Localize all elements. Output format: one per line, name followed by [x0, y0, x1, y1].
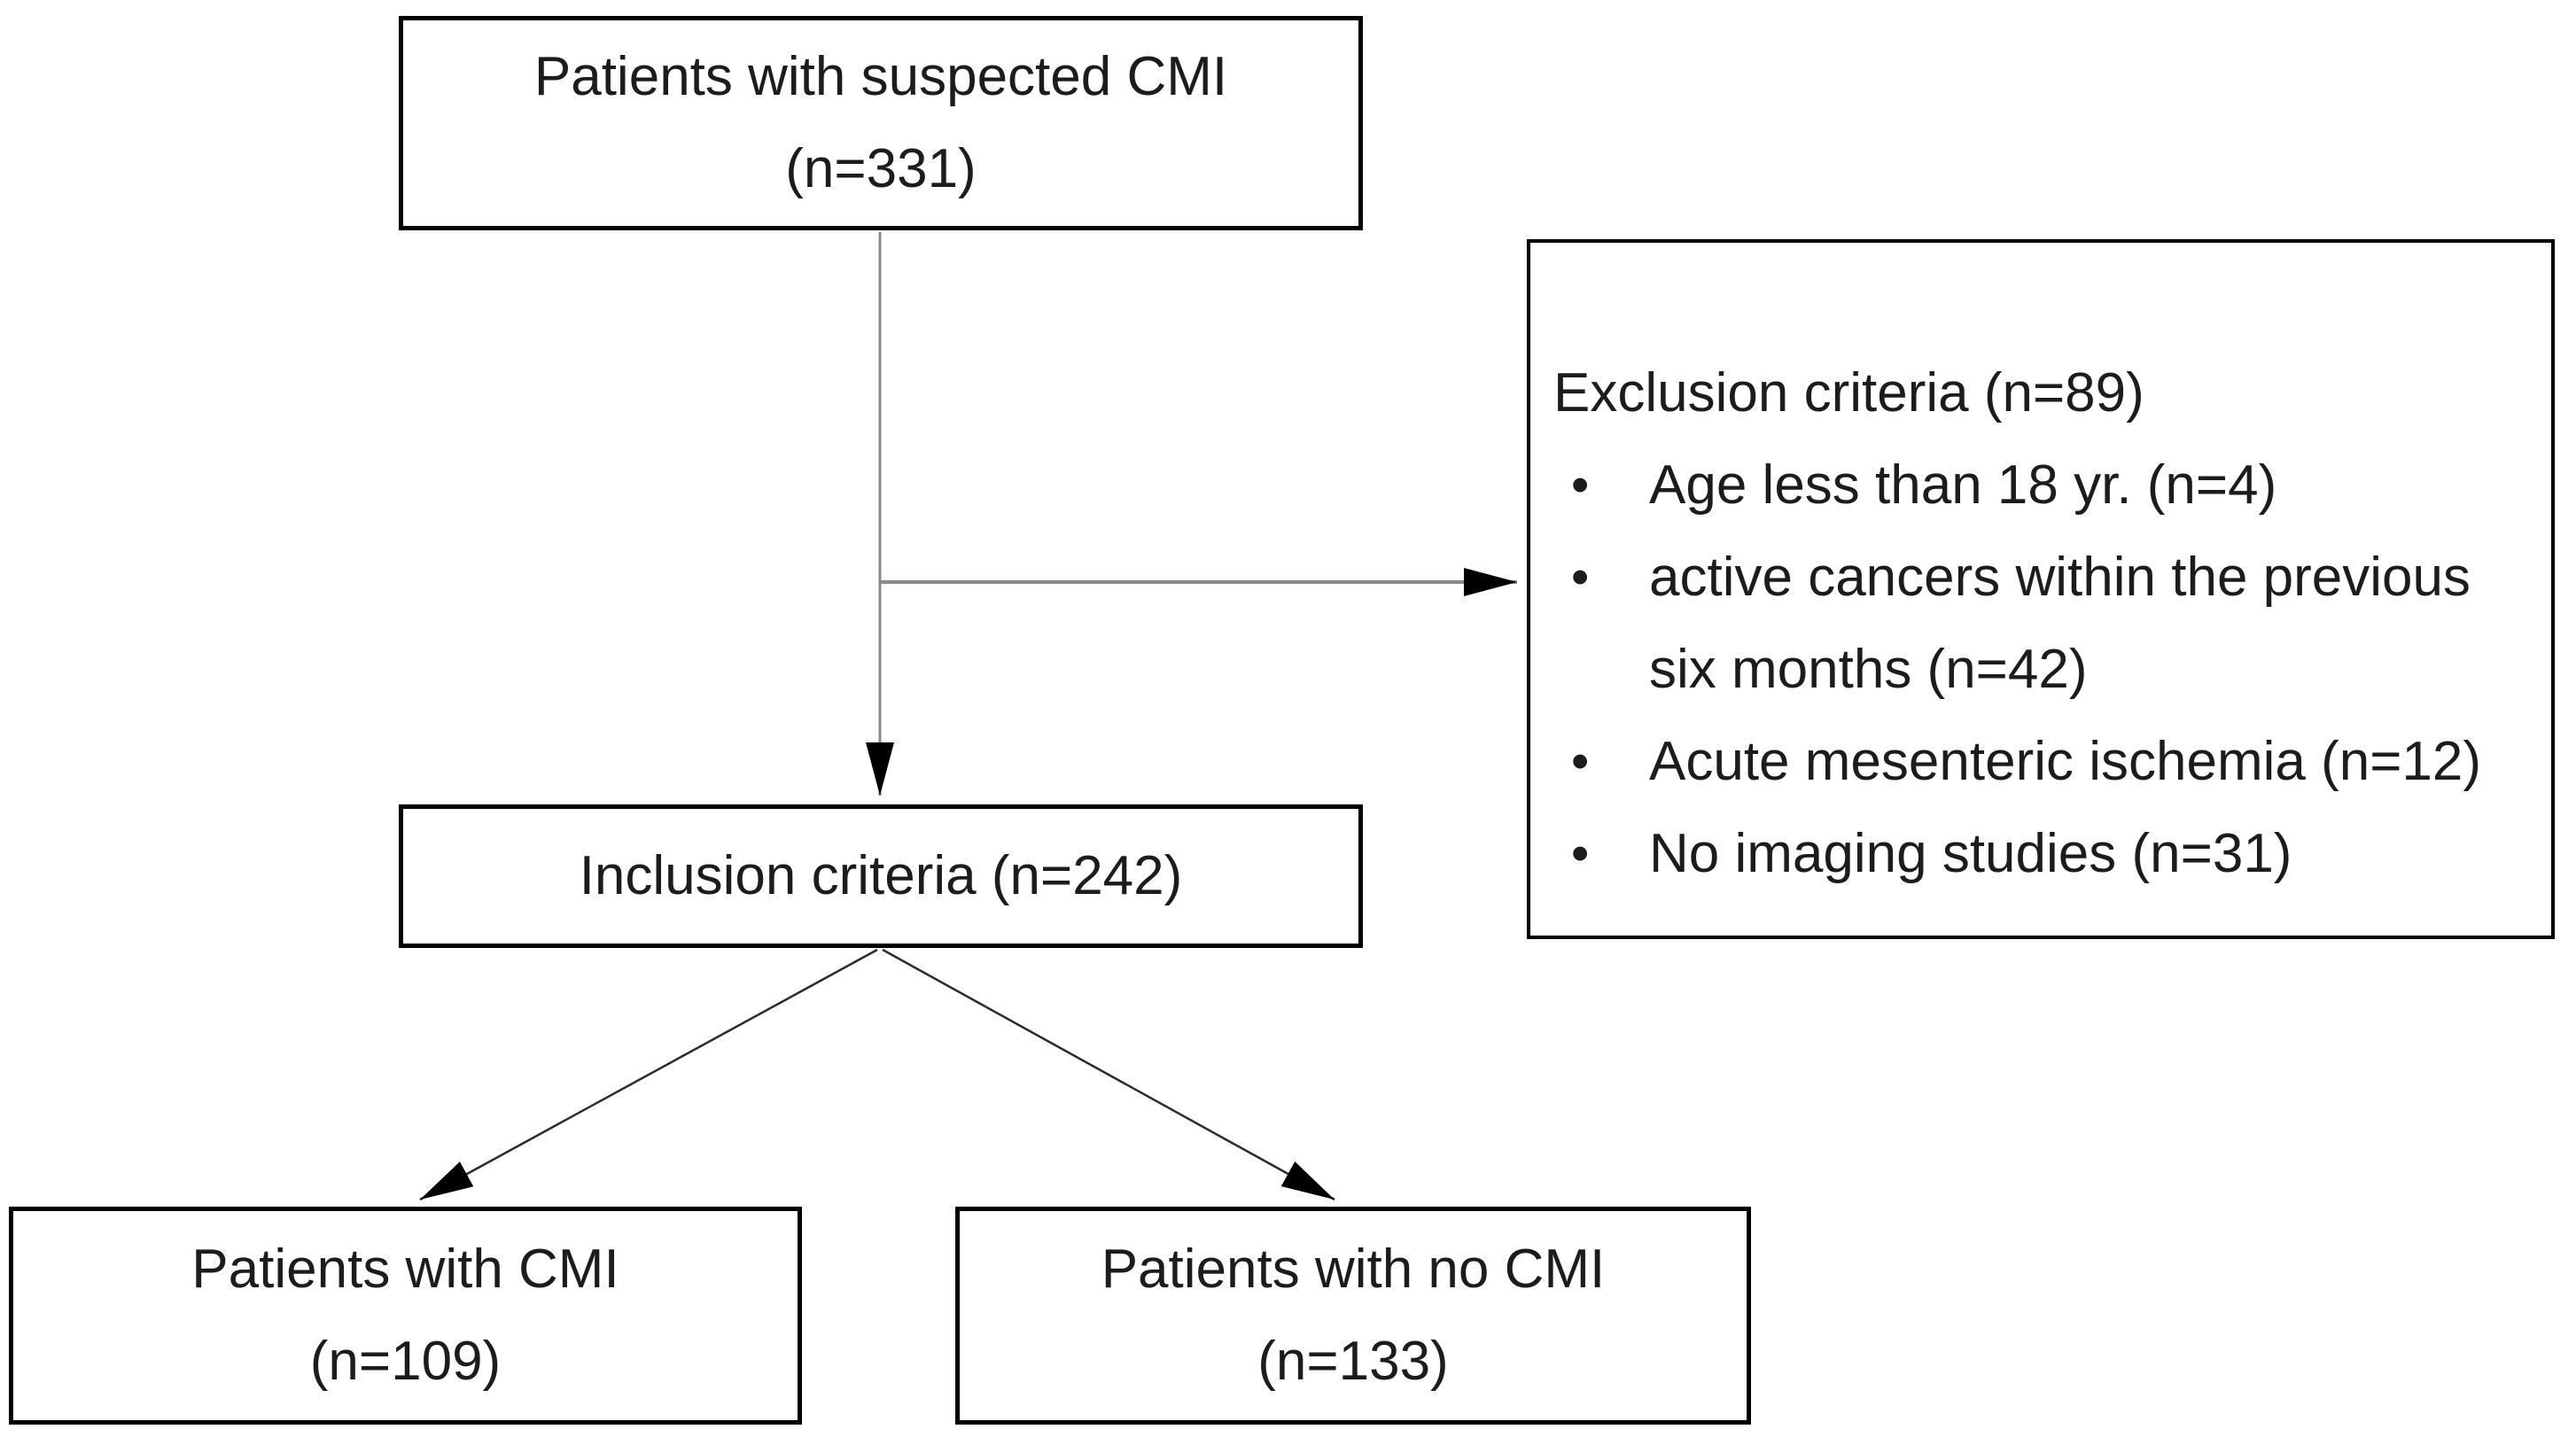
- patients-with-cmi-label: Patients with CMI: [191, 1239, 619, 1300]
- exclusion-criteria-box: Exclusion criteria (n=89) Age less than …: [1527, 239, 2555, 939]
- suspected-cmi-box: Patients with suspected CMI (n=331): [399, 16, 1363, 230]
- suspected-cmi-count: (n=331): [785, 138, 977, 199]
- patients-with-no-cmi-count: (n=133): [1257, 1331, 1449, 1392]
- patients-with-no-cmi-box: Patients with no CMI (n=133): [955, 1207, 1751, 1425]
- inclusion-criteria-label: Inclusion criteria (n=242): [579, 845, 1183, 906]
- suspected-cmi-label: Patients with suspected CMI: [533, 46, 1228, 107]
- exclusion-bullet-age: Age less than 18 yr. (n=4): [1571, 439, 2519, 532]
- patients-with-cmi-count: (n=109): [309, 1331, 502, 1392]
- exclusion-bullet-list: Age less than 18 yr. (n=4) active cancer…: [1571, 439, 2519, 900]
- exclusion-criteria-title: Exclusion criteria (n=89): [1553, 362, 2144, 423]
- patients-with-cmi-box: Patients with CMI (n=109): [9, 1207, 802, 1425]
- arrow-inclusion-to-cmi: [419, 948, 878, 1201]
- exclusion-bullet-imaging: No imaging studies (n=31): [1571, 808, 2519, 900]
- inclusion-criteria-box: Inclusion criteria (n=242): [399, 804, 1363, 948]
- exclusion-bullet-ischemia: Acute mesenteric ischemia (n=12): [1571, 716, 2519, 808]
- exclusion-bullet-cancers: active cancers within the previous six m…: [1571, 532, 2519, 716]
- patients-with-no-cmi-label: Patients with no CMI: [1101, 1239, 1606, 1300]
- arrow-inclusion-to-no-cmi: [882, 948, 1335, 1201]
